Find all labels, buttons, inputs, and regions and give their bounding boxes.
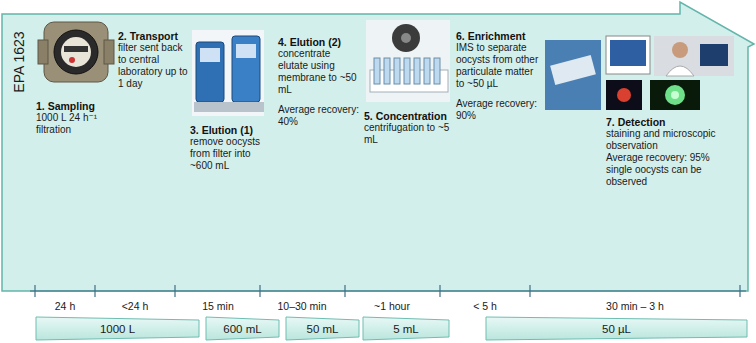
vertical-title: EPA 1623 [10, 31, 26, 92]
duration-label: 24 h [15, 300, 115, 312]
band-outline [486, 317, 747, 340]
step-text: 4. Elution (2)concentrate elutate using … [278, 36, 360, 128]
step-description: centrifugation to ~5 mL [364, 122, 452, 146]
step-description: staining and microscopic observation [606, 128, 744, 152]
band-outline [206, 317, 279, 340]
band-label: 600 mL [205, 316, 280, 341]
step-text: 6. EnrichmentIMS to separate oocysts fro… [456, 30, 541, 122]
band-outline [286, 317, 359, 340]
duration-label: <24 h [85, 300, 185, 312]
step-description: Average recovery: 95% [606, 152, 744, 164]
step-title: 4. Elution (2) [278, 36, 360, 48]
step-description: concentrate elutate using membrane to ~5… [278, 48, 360, 96]
step-text: 7. Detectionstaining and microscopic obs… [606, 116, 744, 188]
step-text: 5. Concentrationcentrifugation to ~5 mL [364, 110, 452, 146]
volume-band: 5 mL [362, 316, 450, 341]
band-label: 1000 L [35, 316, 200, 341]
step-title: 6. Enrichment [456, 30, 541, 42]
step-title: 5. Concentration [364, 110, 452, 122]
elution-device [192, 30, 264, 116]
volume-text: 1000 L [100, 323, 135, 335]
volume-text: 50 µL [602, 323, 631, 335]
volume-band: 50 µL [485, 316, 748, 341]
band-outline [36, 317, 199, 340]
detection-photos [545, 36, 734, 110]
volume-text: 5 mL [393, 323, 419, 335]
duration-label: 10–30 min [252, 300, 352, 312]
duration-label: < 5 h [435, 300, 535, 312]
step-description: Average recovery: 40% [278, 104, 360, 128]
step-title: 3. Elution (1) [190, 124, 272, 136]
volume-band: 50 mL [285, 316, 360, 341]
duration-label: 15 min [168, 300, 268, 312]
step-text: 1. Sampling1000 L 24 h⁻¹ filtration [36, 100, 110, 136]
step-text: 2. Transportfilter sent back to central … [118, 30, 188, 90]
step-text: 3. Elution (1)remove oocysts from filter… [190, 124, 272, 172]
timeline-ticks [30, 285, 746, 297]
step-description: 1000 L 24 h⁻¹ filtration [36, 112, 110, 136]
step-description: Average recovery: 90% [456, 98, 541, 122]
duration-label: ~1 hour [342, 300, 442, 312]
step-title: 7. Detection [606, 116, 744, 128]
band-outline [363, 317, 449, 340]
band-label: 5 mL [362, 316, 450, 341]
volume-band: 600 mL [205, 316, 280, 341]
volume-text: 600 mL [223, 323, 261, 335]
duration-label: 30 min – 3 h [585, 300, 685, 312]
centrifuge-tubes [366, 20, 450, 102]
water-meter [38, 22, 114, 82]
step-description: filter sent back to central laboratory u… [118, 42, 188, 90]
step-description: IMS to separate oocysts from other parti… [456, 42, 541, 90]
step-title: 1. Sampling [36, 100, 110, 112]
volume-band: 1000 L [35, 316, 200, 341]
step-description: single oocysts can be observed [606, 164, 744, 188]
volume-text: 50 mL [307, 323, 339, 335]
arrow-outline [2, 2, 754, 291]
step-description: remove oocysts from filter into ~600 mL [190, 136, 272, 172]
step-title: 2. Transport [118, 30, 188, 42]
band-label: 50 µL [485, 316, 748, 341]
band-label: 50 mL [285, 316, 360, 341]
